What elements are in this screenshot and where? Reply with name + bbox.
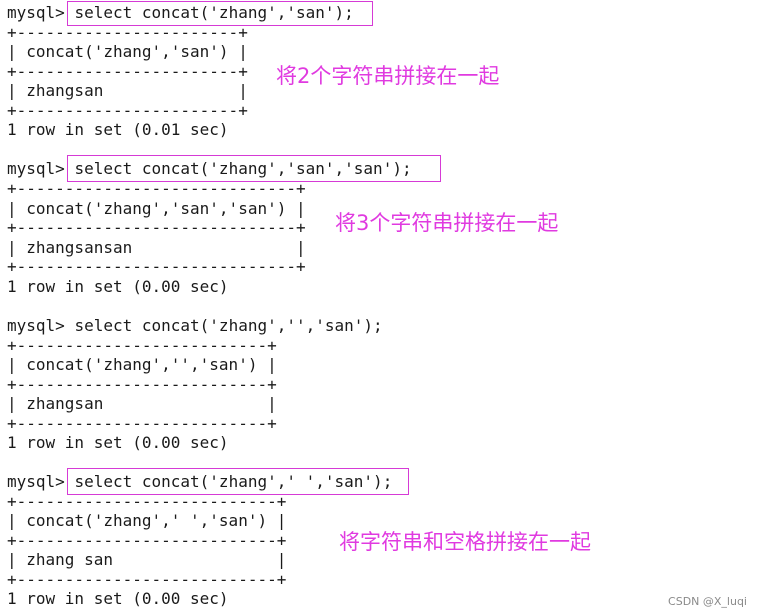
result-summary: 1 row in set (0.00 sec) bbox=[7, 277, 229, 296]
command-highlight-box-4 bbox=[67, 468, 409, 495]
mysql-prompt: mysql> bbox=[7, 472, 75, 491]
table-header: | concat('zhang','','san') | bbox=[7, 355, 277, 374]
command-highlight-box-1 bbox=[67, 1, 373, 26]
csdn-watermark: CSDN @X_luqi bbox=[668, 595, 747, 608]
sql-command: select concat('zhang',' ','san'); bbox=[74, 472, 393, 491]
mysql-prompt: mysql> bbox=[7, 3, 75, 22]
table-row: | zhangsan | bbox=[7, 394, 277, 413]
table-row: | zhangsansan | bbox=[7, 238, 306, 257]
table-border-mid: +-----------------------+ bbox=[7, 62, 248, 81]
table-border-top: +--------------------------+ bbox=[7, 336, 277, 355]
result-summary: 1 row in set (0.00 sec) bbox=[7, 589, 229, 608]
table-border-bottom: +---------------------------+ bbox=[7, 570, 287, 589]
annotation-label-1: 将2个字符串拼接在一起 bbox=[276, 64, 500, 88]
table-border-top: +-----------------------+ bbox=[7, 23, 248, 42]
table-border-mid: +---------------------------+ bbox=[7, 531, 287, 550]
annotation-label-4: 将字符串和空格拼接在一起 bbox=[339, 530, 591, 554]
table-border-top: +---------------------------+ bbox=[7, 492, 287, 511]
mysql-prompt: mysql> bbox=[7, 316, 75, 335]
table-row: | zhang san | bbox=[7, 550, 287, 569]
result-summary: 1 row in set (0.00 sec) bbox=[7, 433, 229, 452]
sql-command: select concat('zhang','san','san'); bbox=[74, 159, 412, 178]
prompt-line-4: mysql> select concat('zhang',' ','san'); bbox=[7, 472, 392, 491]
sql-command: select concat('zhang','san'); bbox=[74, 3, 354, 22]
table-border-bottom: +-----------------------+ bbox=[7, 101, 248, 120]
prompt-line-1: mysql> select concat('zhang','san'); bbox=[7, 3, 354, 22]
table-border-mid: +-----------------------------+ bbox=[7, 218, 306, 237]
table-row: | zhangsan | bbox=[7, 81, 248, 100]
mysql-prompt: mysql> bbox=[7, 159, 75, 178]
prompt-line-2: mysql> select concat('zhang','san','san'… bbox=[7, 159, 412, 178]
table-header: | concat('zhang',' ','san') | bbox=[7, 511, 287, 530]
command-highlight-box-2 bbox=[67, 155, 441, 182]
table-border-bottom: +-----------------------------+ bbox=[7, 257, 306, 276]
table-border-mid: +--------------------------+ bbox=[7, 375, 277, 394]
annotation-label-2: 将3个字符串拼接在一起 bbox=[335, 211, 559, 235]
prompt-line-3: mysql> select concat('zhang','','san'); bbox=[7, 316, 383, 335]
sql-command: select concat('zhang','','san'); bbox=[74, 316, 383, 335]
table-border-bottom: +--------------------------+ bbox=[7, 414, 277, 433]
result-summary: 1 row in set (0.01 sec) bbox=[7, 120, 229, 139]
table-header: | concat('zhang','san','san') | bbox=[7, 199, 306, 218]
table-header: | concat('zhang','san') | bbox=[7, 42, 248, 61]
table-border-top: +-----------------------------+ bbox=[7, 179, 306, 198]
